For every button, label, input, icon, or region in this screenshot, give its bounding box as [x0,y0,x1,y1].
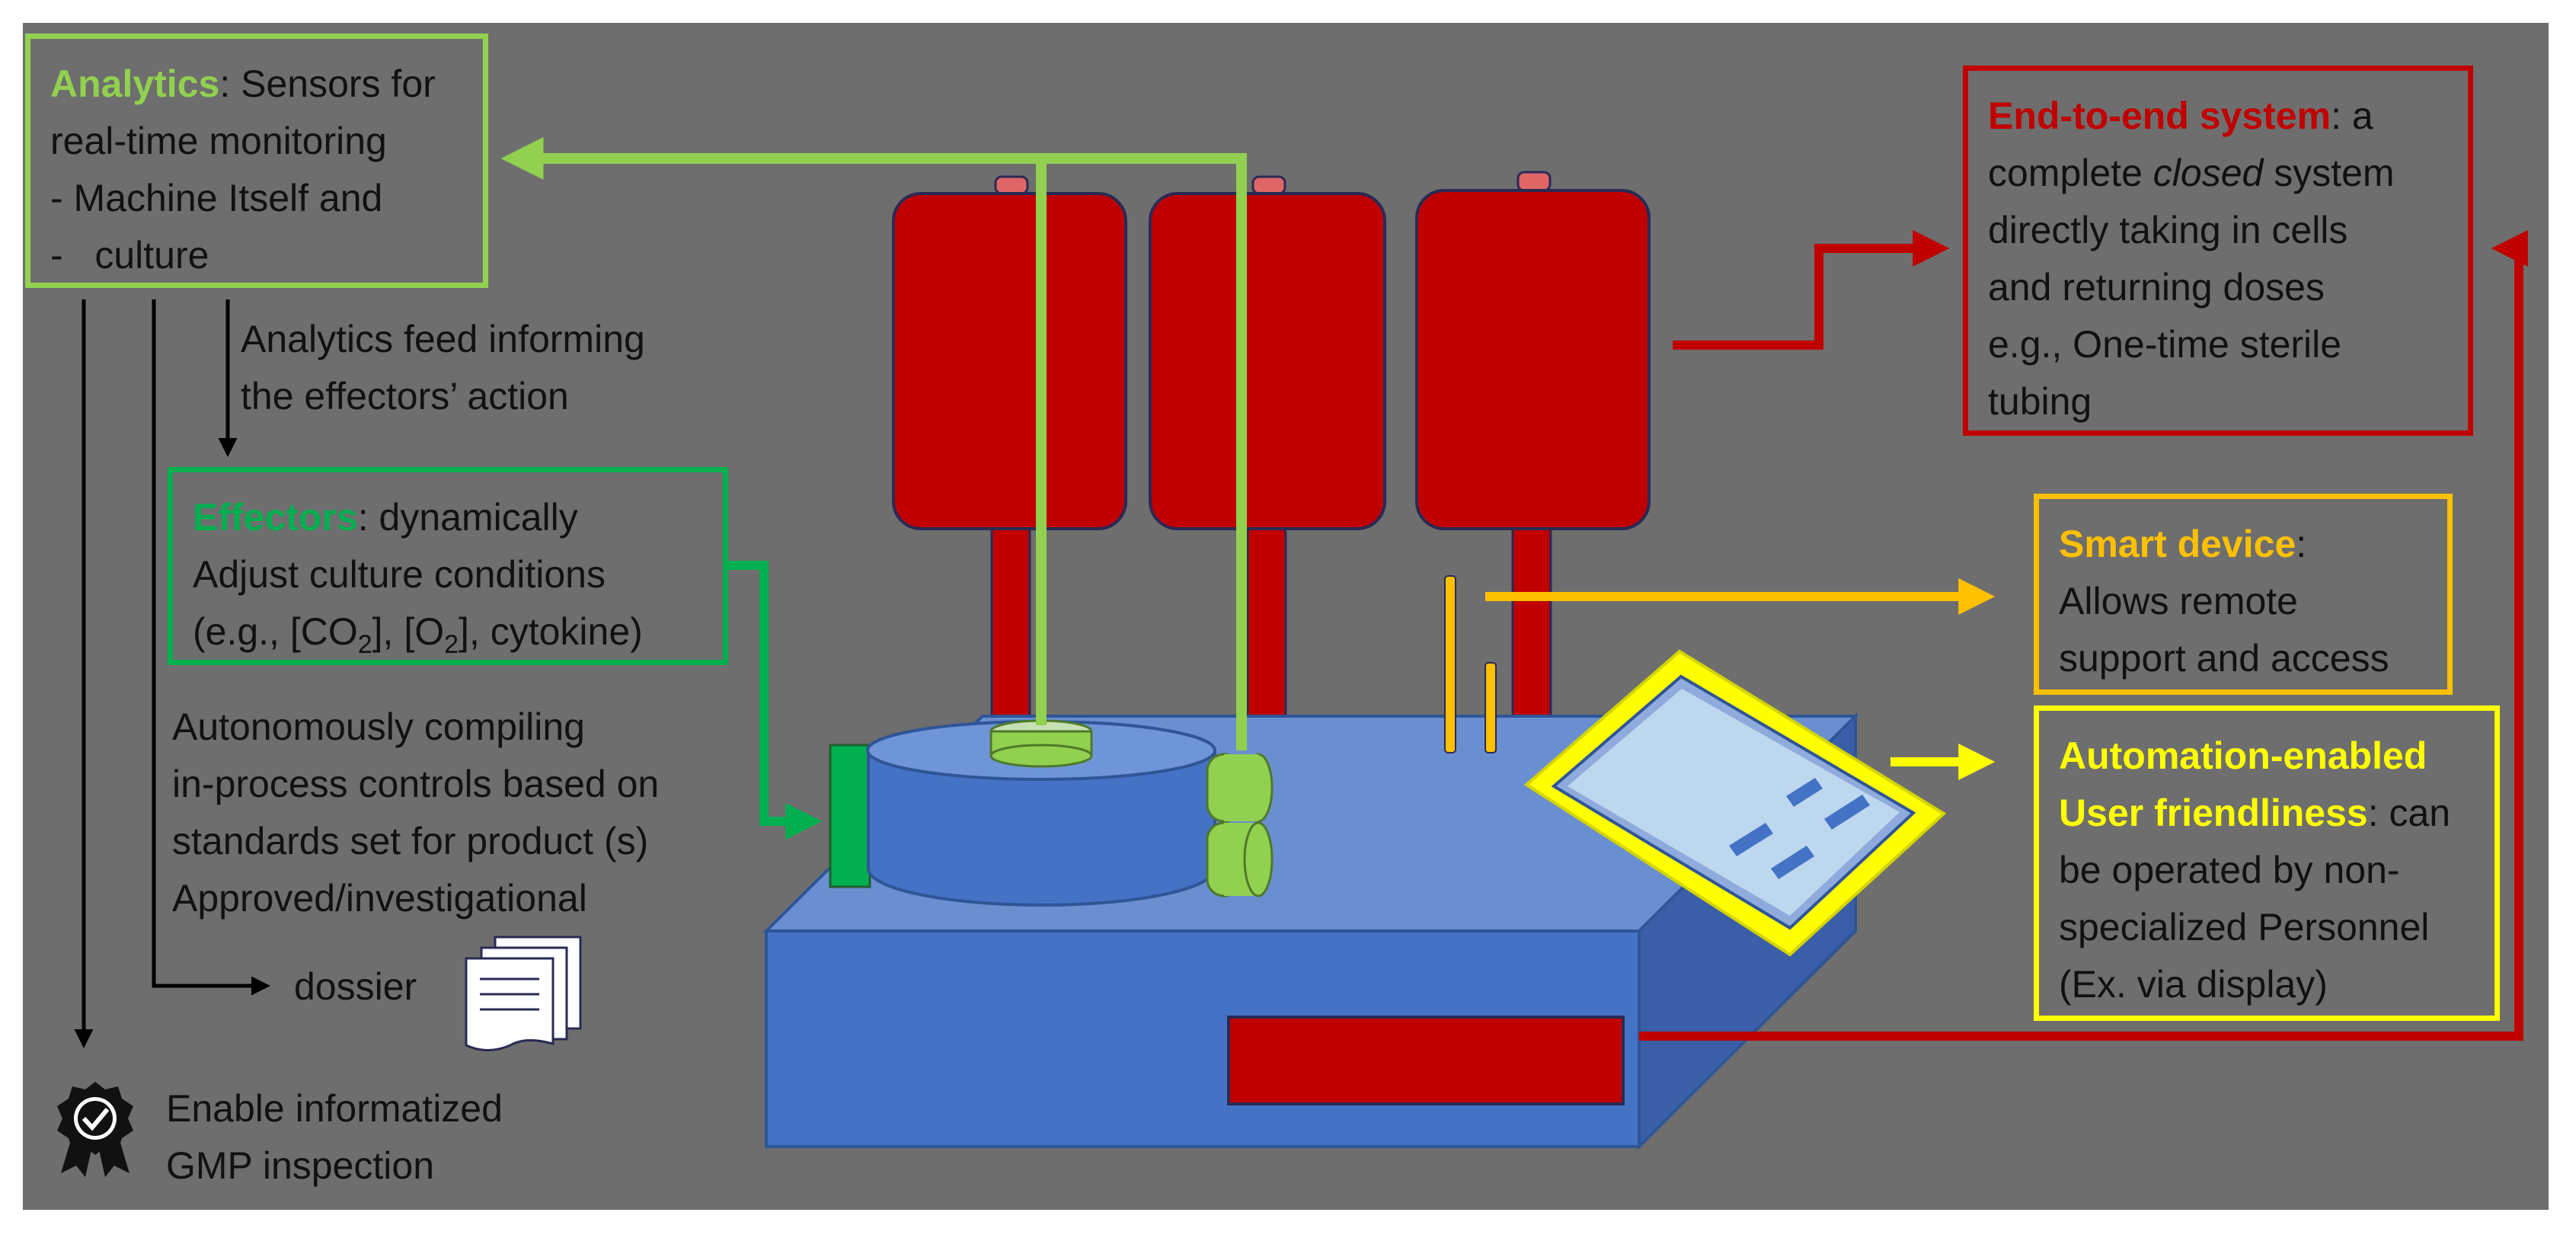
automation-title: User friendliness [2059,792,2368,834]
automation-line: specialized Personnel [2059,906,2430,948]
dossier-label: dossier [294,965,417,1008]
effectors-text: : dynamically [357,496,578,539]
tank-1 [892,192,1127,530]
effectors-box: Effectors: dynamically Adjust culture co… [168,467,728,665]
effectors-subscript: 2 [357,630,372,659]
red-tanks [892,171,1651,530]
effectors-arrow [727,561,823,840]
analytics-line: - culture [50,234,209,277]
automation-line: (Ex. via display) [2059,963,2328,1006]
automation-heading: User friendliness: can [2059,785,2475,842]
culture-vessel [829,719,1274,907]
effectors-text-part: ], cytokine) [459,610,643,653]
analytics-line: real-time monitoring [50,120,387,162]
analytics-title: Analytics [50,62,220,105]
analytics-line: - Machine Itself and [50,177,383,219]
effectors-text-part: ], [O [372,610,445,653]
analytics-heading: Analytics: Sensors for [50,56,463,113]
analytics-text: : Sensors for [219,62,436,105]
end-to-end-text: : a [2331,94,2373,137]
gmp-note-line: Enable informatized [166,1087,503,1130]
end-to-end-line: and returning doses [1988,266,2325,309]
end-to-end-box: End-to-end system: a complete closed sys… [1963,66,2473,436]
gmp-note: Enable informatized GMP inspection [166,1080,503,1195]
compiling-note-line: Autonomously compiling [172,705,585,748]
feed-note: Analytics feed informing the effectors’ … [241,311,645,425]
analytics-sensor-lines [500,137,1247,750]
sensor-rods [1444,575,1497,753]
effectors-subscript: 2 [444,630,459,659]
compiling-note-line: standards set for product (s) [172,820,649,862]
end-to-end-line: tubing [1988,380,2092,423]
certificate-badge-icon [57,1082,133,1177]
end-to-end-line: directly taking in cells [1988,209,2348,251]
machine-front-slot [1227,1016,1625,1105]
compiling-note: Autonomously compiling in-process contro… [172,699,659,927]
feed-note-line: Analytics feed informing [241,318,645,360]
end-to-end-title: End-to-end system [1988,94,2332,137]
effectors-line: Adjust culture conditions [193,553,606,596]
effectors-line: (e.g., [CO2], [O2], cytokine) [193,603,703,673]
compiling-note-line: in-process controls based on [172,763,660,805]
end-to-end-arrow-top [1673,230,1950,350]
tank-3 [1415,189,1651,530]
smart-device-line: support and access [2059,637,2389,680]
tank-stems [990,524,1552,733]
effectors-text-part: (e.g., [CO [193,610,358,653]
smart-device-text: : [2296,523,2307,565]
automation-box: Automation-enabled User friendliness: ca… [2034,705,2500,1021]
automation-line: be operated by non- [2059,849,2400,891]
end-to-end-text-part: complete [1988,152,2153,194]
smart-device-box: Smart device: Allows remote support and … [2034,494,2453,695]
end-to-end-text-part: system [2263,152,2395,194]
smart-device-line: Allows remote [2059,580,2298,622]
feed-note-line: the effectors’ action [241,375,569,417]
automation-text: : can [2367,792,2451,834]
document-stack-icon [465,936,582,1051]
end-to-end-line: complete closed system [1988,145,2448,202]
smart-device-heading: Smart device: [2059,516,2427,573]
end-to-end-arrow-bottom [1639,230,2528,1041]
tank-2 [1149,192,1386,530]
analytics-box: Analytics: Sensors for real-time monitor… [25,34,488,288]
black-flow-arrows [74,299,270,1048]
tablet-display [1523,649,1947,957]
gmp-note-line: GMP inspection [166,1144,435,1187]
effectors-title: Effectors [193,496,358,539]
end-to-end-line: e.g., One-time sterile [1988,323,2342,366]
compiling-note-line: Approved/investigational [172,877,587,920]
smart-device-title: Smart device [2059,523,2296,565]
automation-title: Automation-enabled [2059,734,2427,777]
end-to-end-heading: End-to-end system: a [1988,88,2448,145]
end-to-end-emphasis: closed [2153,152,2264,194]
effectors-heading: Effectors: dynamically [193,489,703,546]
